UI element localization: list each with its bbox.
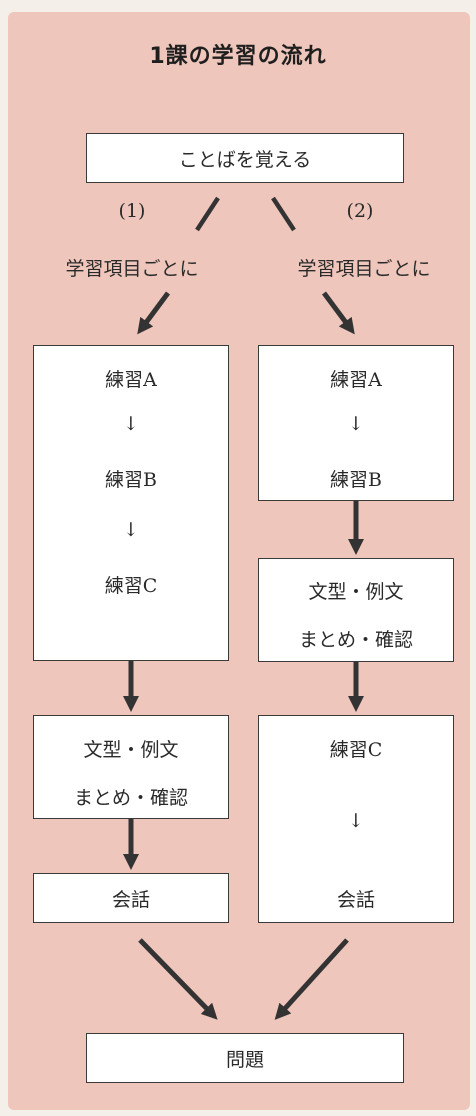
left-sentence-pattern-label: 文型・例文 [83,739,179,761]
left-summary-label: まとめ・確認 [73,787,188,809]
arrow-to-right-column [321,291,355,335]
converge-arrow-right [274,938,349,1020]
right-summary-label: まとめ・確認 [298,629,413,651]
right-sentence-pattern-label: 文型・例文 [308,581,404,603]
left-conversation-label: 会話 [111,889,150,911]
left-practice-b: 練習B [105,469,157,491]
right-practice-a: 練習A [330,369,382,391]
branch-line-right [271,196,296,232]
arrow-to-left-column [137,291,171,335]
path-1-condition: 学習項目ごとに [65,258,199,280]
left-practice-box [33,345,229,661]
path-2-condition: 学習項目ごとに [297,258,431,280]
right-practice-b: 練習B [330,469,382,491]
left-down-arrow-1: ↓ [123,413,139,435]
left-conversation-box [33,873,229,923]
right-sentence-pattern-box [258,558,454,662]
diagram-title: 1課の学習の流れ [149,44,327,69]
right-conversation-label: 会話 [336,889,375,911]
right-down-arrow-2: ↓ [348,810,364,832]
right-down-arrow: ↓ [348,413,364,435]
path-2-number: (2) [346,200,374,222]
left-practice-c: 練習C [104,575,158,597]
right-practice-c: 練習C [329,739,383,761]
right-practice-box [258,345,454,501]
converge-arrow-left [138,938,218,1020]
right-practice-c-box [258,715,454,923]
left-sentence-pattern-box [33,715,229,819]
vocabulary-box [86,133,404,183]
exercise-label: 問題 [225,1049,264,1071]
exercise-box [86,1033,404,1083]
path-1-number: (1) [118,200,146,222]
vocabulary-label: ことばを覚える [178,149,312,171]
branch-line-left [195,196,220,232]
left-down-arrow-2: ↓ [123,519,139,541]
left-practice-a: 練習A [105,369,157,391]
